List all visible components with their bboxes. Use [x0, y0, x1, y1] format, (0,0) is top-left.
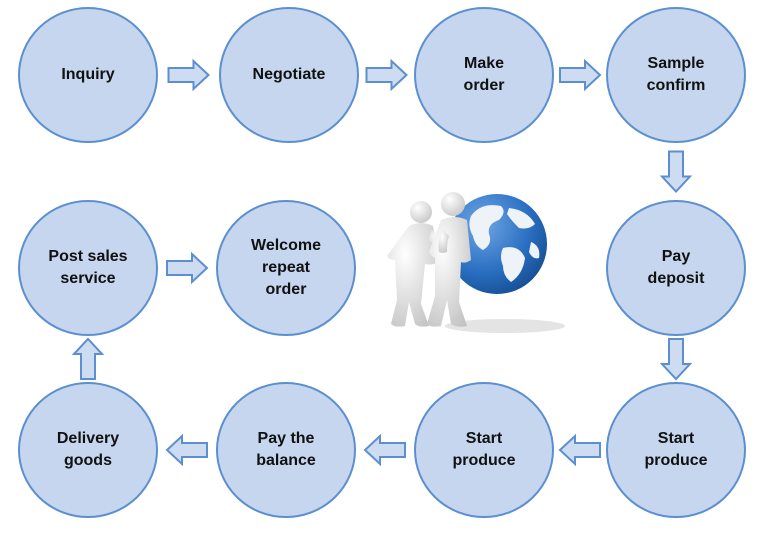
arrow-sample-confirm-to-pay-deposit	[659, 150, 693, 193]
arrow-delivery-goods-to-post-sales-service	[71, 337, 105, 380]
arrow-inquiry-to-negotiate	[167, 58, 210, 92]
step-node-pay-deposit	[606, 200, 746, 336]
step-node-welcome-repeat-order	[216, 200, 356, 336]
arrow-start-produce-2-to-pay-balance	[363, 433, 406, 467]
arrow-start-produce-1-to-start-produce-2	[558, 433, 601, 467]
nodes-layer	[18, 7, 746, 518]
step-node-pay-balance	[216, 382, 356, 518]
arrow-make-order-to-sample-confirm	[559, 58, 602, 92]
globe-icon	[447, 194, 547, 294]
step-node-post-sales-service	[18, 200, 158, 336]
step-node-sample-confirm	[606, 7, 746, 143]
step-node-start-produce-1	[606, 382, 746, 518]
step-node-delivery-goods	[18, 382, 158, 518]
step-node-inquiry	[18, 7, 158, 143]
step-node-negotiate	[219, 7, 359, 143]
step-node-start-produce-2	[414, 382, 554, 518]
handshake-globe-icon	[387, 192, 565, 333]
arrow-negotiate-to-make-order	[365, 58, 408, 92]
step-node-make-order	[414, 7, 554, 143]
figure-right-icon	[427, 192, 471, 327]
arrow-pay-deposit-to-start-produce-1	[659, 338, 693, 381]
arrows-layer	[71, 58, 693, 467]
arrow-post-sales-service-to-welcome-repeat-order	[166, 251, 209, 285]
arrow-pay-balance-to-delivery-goods	[165, 433, 208, 467]
